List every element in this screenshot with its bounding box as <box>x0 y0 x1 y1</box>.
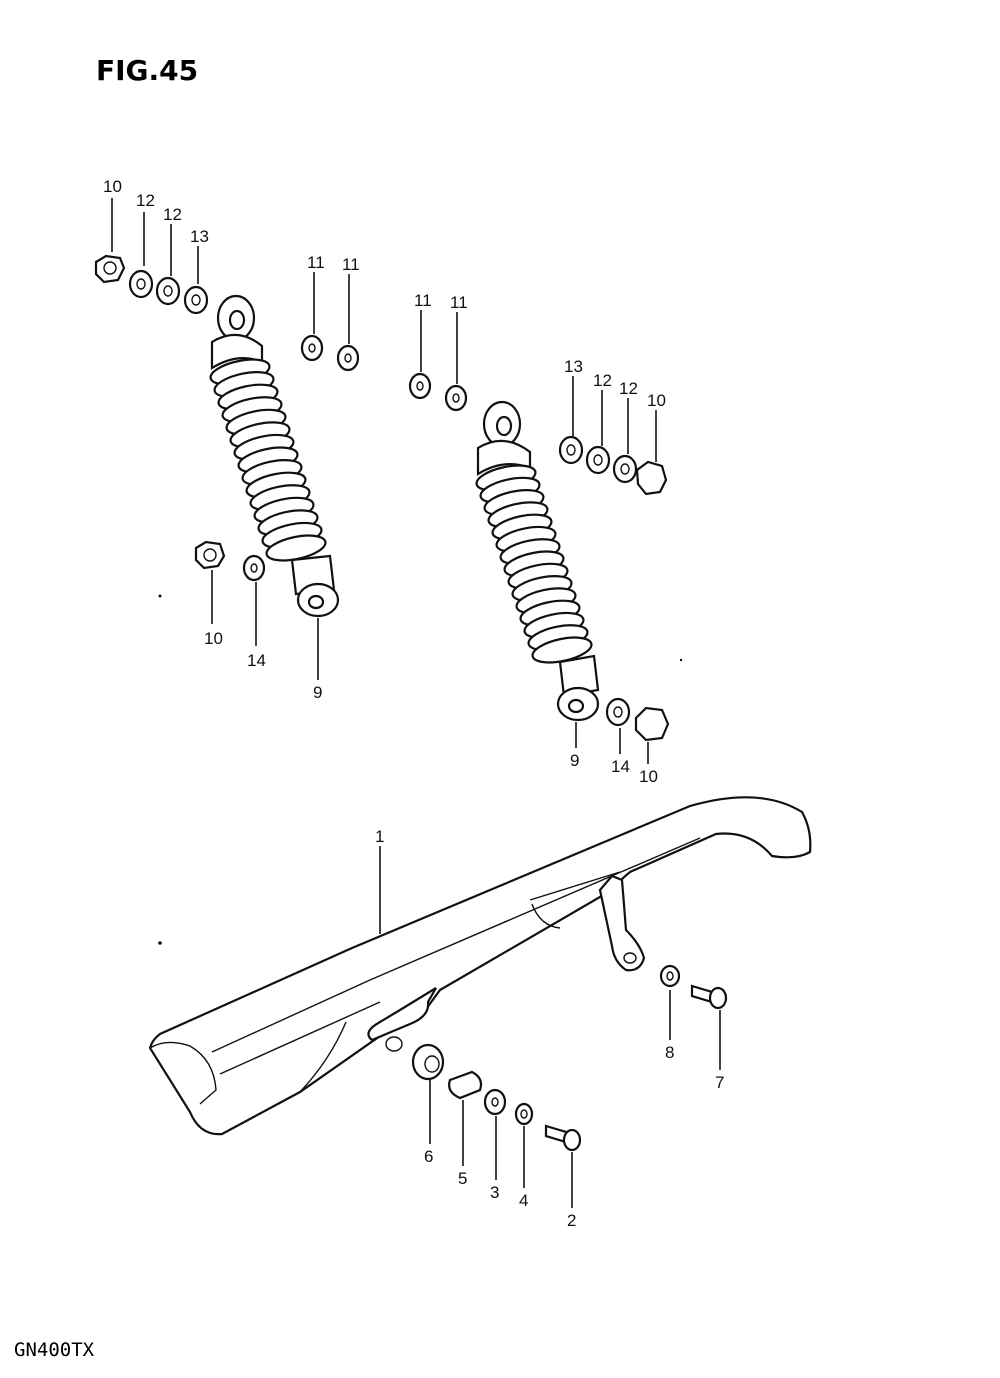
callout-11: 11 <box>414 291 432 310</box>
callout-12: 12 <box>619 379 638 398</box>
hardware-lower-shocks <box>194 540 670 742</box>
chain-case-hardware <box>411 964 728 1152</box>
callout-9: 9 <box>570 751 579 770</box>
callout-4: 4 <box>519 1191 528 1210</box>
figure-title: FIG.45 <box>96 54 198 87</box>
callout-13: 13 <box>564 357 583 376</box>
callout-12: 12 <box>593 371 612 390</box>
callout-11: 11 <box>307 253 325 272</box>
leader-lines <box>111 198 721 1208</box>
hardware-top-left <box>94 254 468 412</box>
callout-6: 6 <box>424 1147 433 1166</box>
callout-14: 14 <box>611 757 630 776</box>
callout-9: 9 <box>313 683 322 702</box>
chain-case <box>148 796 812 1136</box>
callout-11: 11 <box>342 255 360 274</box>
callout-5: 5 <box>458 1169 467 1188</box>
callout-10: 10 <box>204 629 223 648</box>
callout-7: 7 <box>715 1073 724 1092</box>
callout-labels: 10 12 12 13 11 11 11 11 13 12 12 10 10 1… <box>103 177 724 1230</box>
right-shock-absorber <box>475 400 600 722</box>
callout-11: 11 <box>450 293 468 312</box>
callout-12: 12 <box>136 191 155 210</box>
callout-12: 12 <box>163 205 182 224</box>
callout-14: 14 <box>247 651 266 670</box>
callout-10: 10 <box>647 391 666 410</box>
callout-13: 13 <box>190 227 209 246</box>
callout-10: 10 <box>103 177 122 196</box>
model-code: GN400TX <box>14 1339 95 1361</box>
left-shock-absorber <box>209 294 340 618</box>
hardware-top-right <box>558 435 668 496</box>
callout-1: 1 <box>375 827 384 846</box>
callout-3: 3 <box>490 1183 499 1202</box>
callout-8: 8 <box>665 1043 674 1062</box>
callout-2: 2 <box>567 1211 576 1230</box>
callout-10: 10 <box>639 767 658 786</box>
